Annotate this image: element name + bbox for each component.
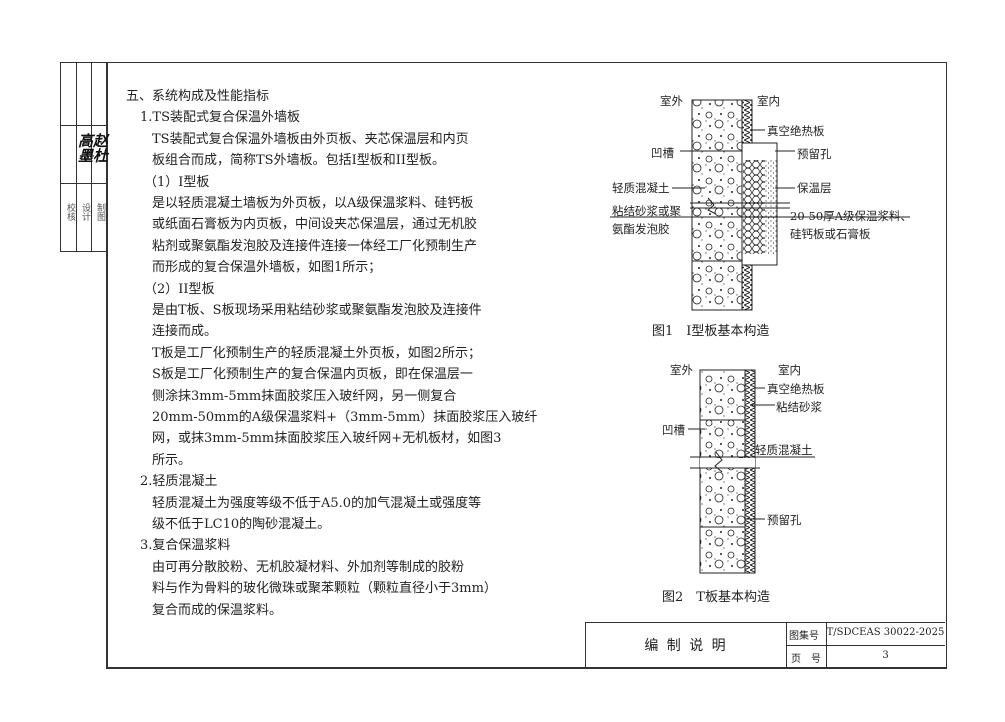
fig1-inside-label: 室内 (757, 94, 780, 108)
sheet-frame (106, 62, 947, 669)
figure-1-diagram (610, 99, 910, 311)
fig1-insulation-label: 保温层 (797, 181, 832, 195)
fig2-mortar-label: 粘结砂浆 (776, 400, 822, 414)
role-label: 设计 (80, 203, 90, 221)
fig1-mortar-label: 粘结砂浆或聚 (612, 204, 681, 218)
fig2-groove-label: 凹槽 (662, 423, 685, 437)
fig1-outside-label: 室外 (660, 94, 683, 108)
body-line: 五、系统构成及性能指标 (126, 89, 270, 104)
fig1-board-label: 20-50厚A级保温浆料、 (790, 209, 912, 223)
fig1-mortar-label-2: 氨酯发泡胶 (612, 222, 670, 236)
signature-1: 高墨 (76, 133, 94, 163)
fig2-concrete-label: 轻质混凝土 (755, 443, 813, 457)
body-line: （1）I型板 (144, 174, 210, 190)
body-line: TS装配式复合保温外墙板由外页板、夹芯保温层和内页 (152, 131, 469, 147)
body-line: 是由T板、S板现场采用粘结砂浆或聚氨酯发泡胶及连接件 (152, 303, 482, 318)
fig1-hole-label: 预留孔 (797, 147, 832, 161)
fig2-hole-label: 预留孔 (767, 513, 802, 527)
fig2-caption: 图2 T板基本构造 (662, 590, 770, 605)
body-line: 复合而成的保温浆料。 (152, 602, 283, 618)
fig2-vacuum-label: 真空绝热板 (767, 382, 825, 396)
role-label: 校核 (65, 203, 75, 221)
body-line: 网，或抹3mm-5mm抹面胶浆压入玻纤网+无机板材，如图3 (152, 431, 502, 447)
body-line: 侧涂抹3mm-5mm抹面胶浆压入玻纤网，另一侧复合 (152, 388, 457, 404)
body-line: 板组合而成，简称TS外墙板。包括I型板和II型板。 (152, 153, 445, 169)
body-line: 而形成的复合保温外墙板，如图1所示； (152, 260, 382, 276)
atlas-number-label: 图集号 (789, 631, 819, 642)
fig2-inside-label: 室内 (778, 363, 801, 377)
body-line: 或纸面石膏板为内页板，中间设夹芯保温层，通过无机胶 (152, 217, 478, 233)
body-line: 是以轻质混凝土墙板为外页板，以A级保温浆料、硅钙板 (152, 196, 474, 211)
body-line: 20mm-50mm的A级保温浆料+（3mm-5mm）抹面胶浆压入玻纤 (152, 410, 538, 425)
body-line: （2）II型板 (144, 281, 215, 297)
body-line: T板是工厂化预制生产的轻质混凝土外页板，如图2所示； (152, 345, 481, 361)
body-line: 粘剂或聚氨酯发泡胶及连接件连接一体经工厂化预制生产 (152, 238, 478, 254)
fig1-groove-label: 凹槽 (651, 146, 674, 160)
body-line: 级不低于LC10的陶砂混凝土。 (152, 517, 331, 532)
body-line: 所示。 (152, 452, 192, 468)
body-line: 1.TS装配式复合保温外墙板 (140, 110, 300, 126)
page-number: 3 (882, 650, 889, 661)
signature-2: 赵杜 (91, 133, 109, 163)
sheet-title: 编 制 说 明 (644, 638, 728, 654)
fig1-vacuum-label: 真空绝热板 (767, 124, 825, 138)
signature-block: 高墨 赵杜 校核 设计 制图 (60, 62, 109, 252)
body-line: 轻质混凝土为强度等级不低于A5.0的加气混凝土或强度等 (152, 495, 482, 511)
body-line: 连接而成。 (152, 324, 218, 340)
body-line: S板是工厂化预制生产的复合保温内页板，即在保温层一 (152, 367, 473, 383)
fig1-concrete-label: 轻质混凝土 (612, 181, 670, 195)
body-line: 由可再分散胶粉、无机胶凝材料、外加剂等制成的胶粉 (152, 559, 465, 575)
fig1-board-label-2: 硅钙板或石膏板 (790, 227, 871, 241)
body-line: 料与作为骨料的玻化微珠或聚苯颗粒（颗粒直径小于3mm） (152, 581, 497, 597)
fig2-outside-label: 室外 (670, 363, 693, 377)
fig1-caption: 图1 I型板基本构造 (652, 324, 770, 339)
page-number-label: 页 号 (791, 654, 821, 665)
atlas-number: T/SDCEAS 30022-2025 (826, 627, 945, 638)
role-label: 制图 (95, 203, 105, 221)
body-line: 2.轻质混凝土 (140, 474, 218, 490)
body-line: 3.复合保温浆料 (140, 538, 231, 554)
figure-2-diagram (688, 369, 815, 574)
title-block: 编 制 说 明 图集号 T/SDCEAS 30022-2025 页 号 3 (585, 622, 945, 667)
